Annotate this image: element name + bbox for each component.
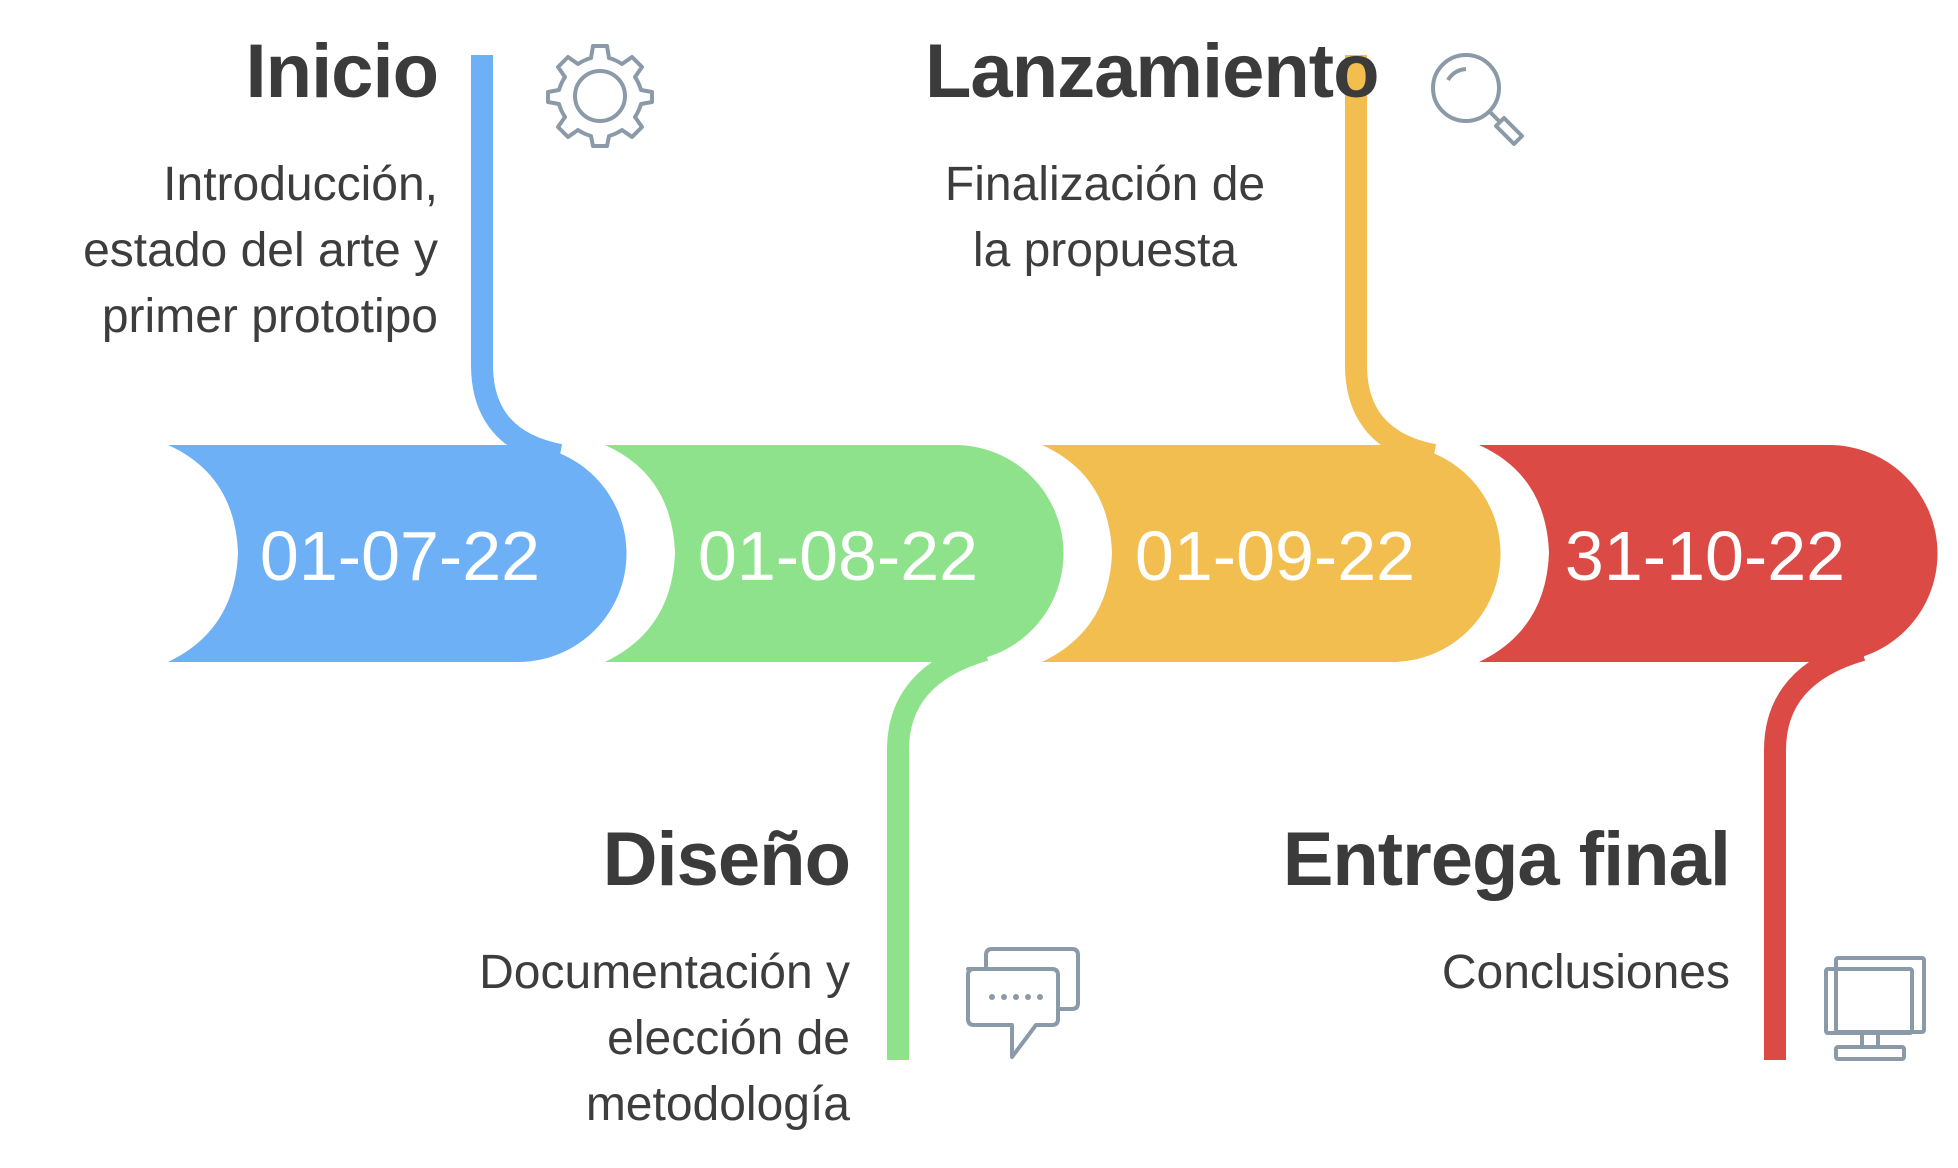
segment-1 [168,445,627,662]
milestone-title-1: Inicio [245,29,439,114]
monitor-icon [1824,956,1926,1061]
milestone-description-4: Conclusiones [1441,946,1730,999]
gear-icon [546,44,654,148]
connector-line-3 [1345,55,1437,466]
segment-2 [605,445,1064,662]
chat-icon [966,947,1080,1059]
milestone-description-3: Finalización de la propuesta [944,158,1266,277]
date-label-3: 01-09-22 [1135,517,1415,595]
milestone-description-2: Documentación y elección de metodología [479,946,850,1131]
magnifier-icon [1431,53,1524,146]
segment-4 [1479,445,1938,662]
date-label-2: 01-08-22 [698,517,978,595]
segment-3 [1042,445,1501,662]
milestone-title-2: Diseño [602,817,851,902]
milestone-title-3: Lanzamiento [925,29,1379,114]
date-label-4: 31-10-22 [1565,517,1845,595]
milestone-description-1: Introducción, estado del arte y primer p… [83,158,438,343]
date-label-1: 01-07-22 [260,517,540,595]
milestone-title-4: Entrega final [1282,817,1731,902]
